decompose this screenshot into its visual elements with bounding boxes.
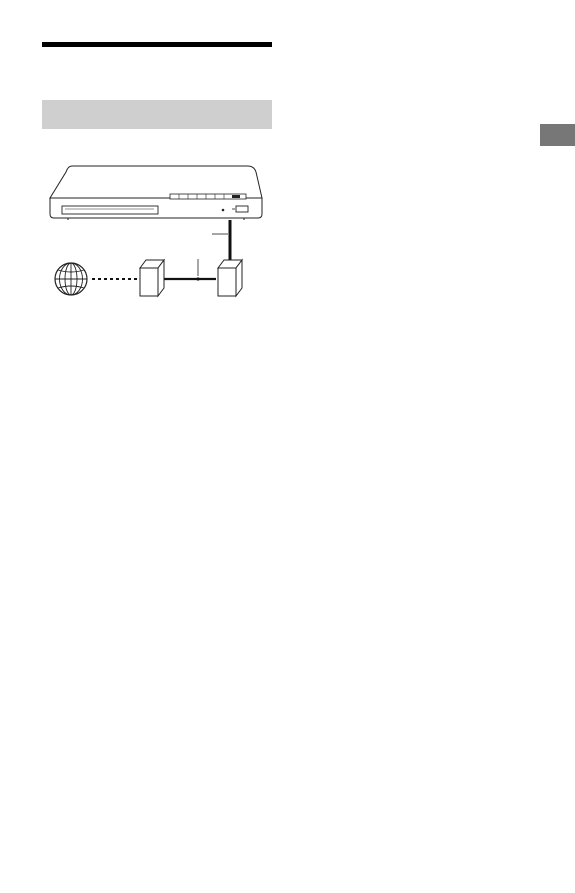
modem-router-cable xyxy=(160,259,216,281)
section-heading-bar xyxy=(42,100,272,129)
chapter-tab[interactable] xyxy=(540,124,575,146)
modem-icon xyxy=(139,258,165,298)
title-rule xyxy=(42,42,272,47)
bd-player-icon xyxy=(49,165,263,220)
network-connection-diagram xyxy=(40,158,280,308)
lan-cable xyxy=(212,220,232,264)
globe-icon xyxy=(54,262,88,296)
router-icon xyxy=(217,258,243,298)
